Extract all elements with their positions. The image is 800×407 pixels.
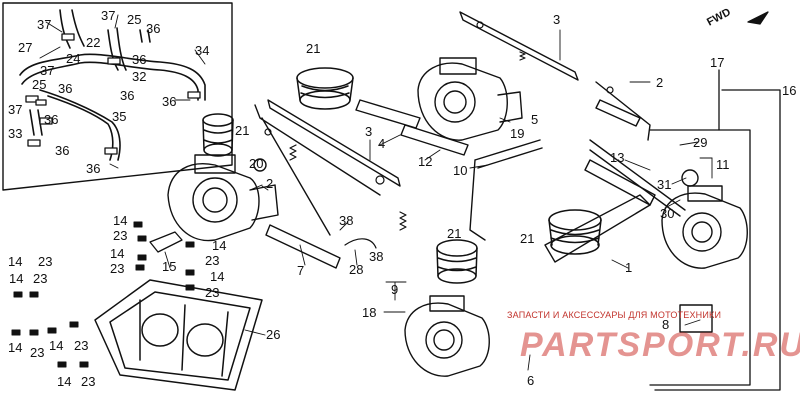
leader-lines [39, 14, 713, 371]
insulator-21-top [296, 67, 354, 110]
callout-16: 16 [782, 83, 797, 98]
callout-14: 14 [8, 340, 23, 355]
callout-14: 14 [57, 374, 72, 389]
callout-21: 21 [447, 226, 462, 241]
springs-and-screws [264, 21, 614, 249]
callout-7: 7 [297, 263, 305, 278]
callout-35: 35 [112, 109, 127, 124]
insulator-21-center [436, 239, 478, 284]
callout-8: 8 [662, 317, 670, 332]
callout-23: 23 [33, 271, 48, 286]
callout-30: 30 [660, 206, 675, 221]
callout-34: 34 [195, 43, 210, 58]
callout-23: 23 [30, 345, 45, 360]
link-rods [254, 11, 686, 263]
callout-36: 36 [86, 161, 101, 176]
callout-37: 37 [8, 102, 23, 117]
callout-21: 21 [306, 41, 321, 56]
hose-clips [25, 33, 201, 155]
callout-1: 1 [625, 260, 633, 275]
callout-18: 18 [362, 305, 377, 320]
callout-38: 38 [369, 249, 384, 264]
callout-19: 19 [510, 126, 525, 141]
callout-36: 36 [55, 143, 70, 158]
callout-37: 37 [40, 63, 55, 78]
fwd-arrow [747, 11, 769, 25]
watermark-logo: PARTSPORT.RU [520, 326, 800, 364]
hose-inset-frame [2, 2, 233, 191]
callout-31: 31 [657, 177, 672, 192]
callout-23: 23 [113, 228, 128, 243]
insulator-21-right [548, 209, 602, 255]
callout-32: 32 [132, 69, 147, 84]
callout-23: 23 [205, 285, 220, 300]
callout-4: 4 [378, 136, 386, 151]
callout-15: 15 [162, 259, 177, 274]
callout-12: 12 [418, 154, 433, 169]
callout-36: 36 [146, 21, 161, 36]
callout-14: 14 [113, 213, 128, 228]
callout-38: 38 [339, 213, 354, 228]
callout-13: 13 [610, 150, 625, 165]
adjust-plates [265, 99, 713, 333]
carburetor-bottom [404, 295, 490, 377]
callout-14: 14 [110, 246, 125, 261]
callout-28: 28 [349, 262, 364, 277]
callout-23: 23 [38, 254, 53, 269]
callout-14: 14 [8, 254, 23, 269]
callout-26: 26 [266, 327, 281, 342]
callout-6: 6 [527, 373, 535, 388]
callout-20: 20 [249, 156, 264, 171]
callout-36: 36 [120, 88, 135, 103]
callout-14: 14 [49, 338, 64, 353]
carburetor-top [417, 57, 523, 141]
callout-11: 11 [716, 157, 730, 172]
callout-14: 14 [9, 271, 24, 286]
callout-23: 23 [205, 253, 220, 268]
carburetor-left [167, 154, 279, 242]
assembly-16-bracket [654, 89, 781, 391]
watermark-caption: ЗАПАСТИ И АКСЕССУАРЫ ДЛЯ МОТОТЕХНИКИ [507, 310, 722, 320]
callout-27: 27 [18, 40, 33, 55]
insulator-21-left [202, 113, 234, 157]
callout-36: 36 [58, 81, 73, 96]
callout-2: 2 [656, 75, 664, 90]
callout-9: 9 [391, 282, 399, 297]
carburetor-right [661, 169, 748, 269]
callout-37: 37 [37, 17, 52, 32]
callout-36: 36 [44, 112, 59, 127]
callout-21: 21 [520, 231, 535, 246]
callout-33: 33 [8, 126, 23, 141]
callout-14: 14 [210, 269, 225, 284]
callout-36: 36 [162, 94, 177, 109]
callout-25: 25 [127, 12, 142, 27]
callout-23: 23 [74, 338, 89, 353]
vent-hoses [19, 9, 206, 161]
callout-3: 3 [553, 12, 561, 27]
callout-37: 37 [101, 8, 116, 23]
callout-22: 22 [86, 35, 101, 50]
callout-14: 14 [212, 238, 227, 253]
callout-29: 29 [693, 135, 708, 150]
assembly-17-bracket [649, 129, 751, 386]
callout-5: 5 [531, 112, 539, 127]
air-chamber-26 [94, 279, 263, 391]
callout-23: 23 [110, 261, 125, 276]
callout-2: 2 [266, 176, 274, 191]
callout-10: 10 [453, 163, 468, 178]
small-bolts-and-washers [11, 221, 195, 368]
callout-25: 25 [32, 77, 47, 92]
callout-17: 17 [710, 55, 725, 70]
callout-3: 3 [365, 124, 373, 139]
callout-23: 23 [81, 374, 96, 389]
bracket-15 [149, 231, 183, 253]
callout-36: 36 [132, 52, 147, 67]
callout-21: 21 [235, 123, 250, 138]
callout-24: 24 [66, 51, 81, 66]
